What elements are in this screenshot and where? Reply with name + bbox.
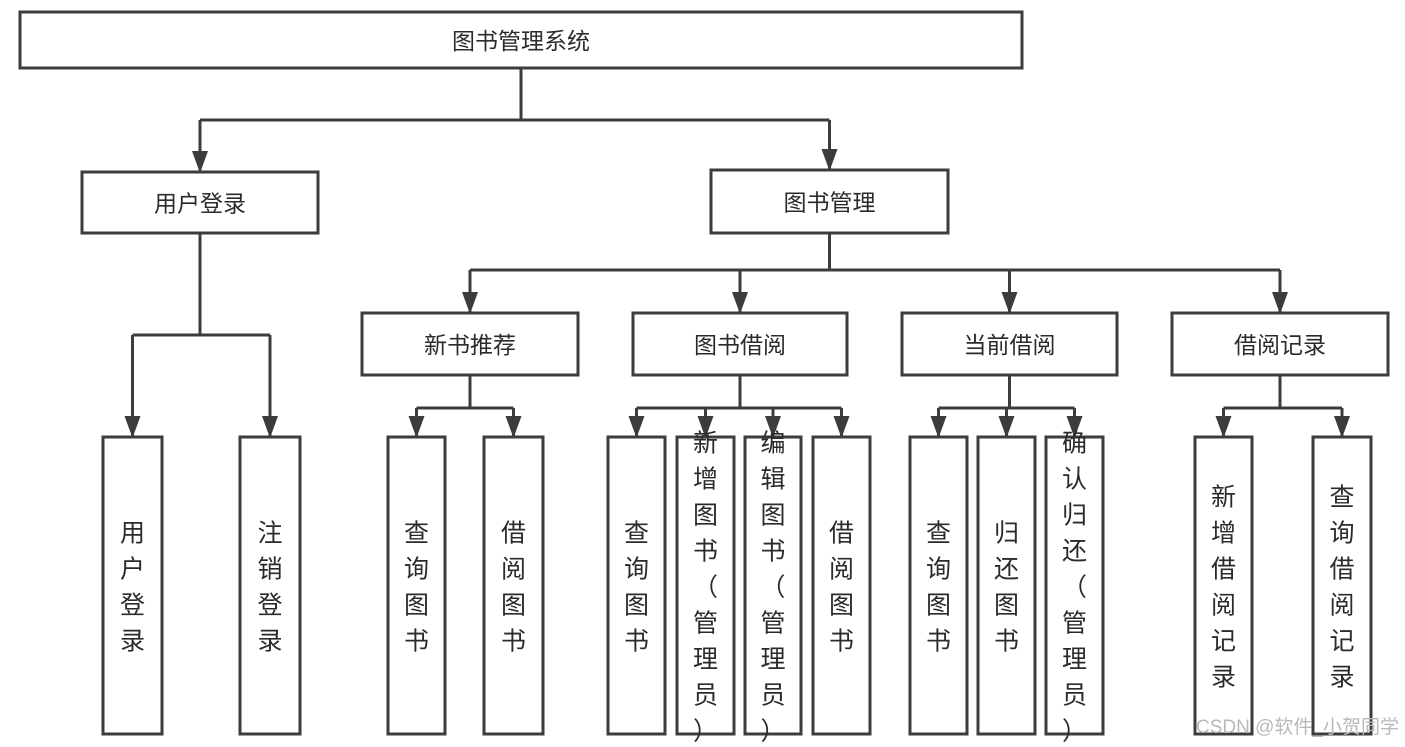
- node-label-book-management: 图书管理: [784, 190, 876, 216]
- node-leaf-add-record[interactable]: 新增借阅记录: [1193, 435, 1254, 736]
- arrow-head-icon-leaf-borrow-book-2: [833, 416, 850, 438]
- node-label-leaf-query-book-2: 查询图书: [624, 520, 649, 656]
- node-current-borrow[interactable]: 当前借阅: [900, 311, 1119, 377]
- node-leaf-query-book-3[interactable]: 查询图书: [908, 435, 969, 736]
- arrow-head-icon-leaf-query-book-3: [930, 416, 947, 438]
- node-label-leaf-add-record: 新增借阅记录: [1211, 484, 1236, 692]
- node-box-leaf-logout: [238, 435, 302, 736]
- node-box-leaf-query-record: [1311, 435, 1373, 736]
- node-label-leaf-logout: 注销登录: [257, 520, 282, 656]
- node-leaf-return-book[interactable]: 归还图书: [976, 435, 1037, 736]
- node-box-root: [18, 10, 1024, 70]
- arrow-head-icon-current-borrow: [1001, 292, 1018, 314]
- arrow-head-icon-leaf-borrow-book-1: [505, 416, 522, 438]
- node-user-login[interactable]: 用户登录: [80, 170, 320, 235]
- node-book-management[interactable]: 图书管理: [709, 168, 950, 235]
- node-leaf-borrow-book-2[interactable]: 借阅图书: [811, 435, 872, 736]
- node-box-leaf-user-login: [101, 435, 164, 736]
- node-box-leaf-add-record: [1193, 435, 1254, 736]
- node-label-current-borrow: 当前借阅: [964, 332, 1056, 358]
- node-leaf-add-book[interactable]: 新增图书（管理员）: [675, 430, 736, 746]
- arrow-head-icon-user-login: [192, 151, 208, 173]
- node-borrow-record[interactable]: 借阅记录: [1170, 311, 1390, 377]
- node-label-user-login: 用户登录: [154, 191, 246, 217]
- node-label-leaf-borrow-book-2: 借阅图书: [829, 520, 854, 656]
- node-root[interactable]: 图书管理系统: [18, 10, 1024, 70]
- arrow-head-icon-leaf-edit-book: [765, 416, 781, 438]
- node-label-leaf-return-book: 归还图书: [994, 520, 1019, 656]
- arrow-head-icon-book-borrow: [732, 292, 748, 314]
- node-box-user-login: [80, 170, 320, 235]
- node-box-leaf-borrow-book-1: [482, 435, 545, 736]
- node-label-leaf-edit-book: 编辑图书（管理员）: [760, 430, 785, 746]
- node-label-leaf-user-login: 用户登录: [120, 520, 145, 656]
- node-label-borrow-record: 借阅记录: [1234, 332, 1326, 358]
- arrow-head-icon-leaf-query-record: [1334, 416, 1350, 438]
- arrow-head-icon-book-management: [821, 149, 838, 171]
- node-box-leaf-return-book: [976, 435, 1037, 736]
- arrow-head-icon-leaf-query-book-2: [628, 416, 645, 438]
- node-leaf-query-book-2[interactable]: 查询图书: [606, 435, 667, 736]
- arrow-head-icon-borrow-record: [1272, 292, 1288, 314]
- node-label-leaf-confirm-return: 确认归还（管理员）: [1062, 430, 1087, 746]
- node-label-new-book-recommend: 新书推荐: [424, 332, 516, 358]
- node-label-root: 图书管理系统: [452, 28, 590, 54]
- connectors-layer: [124, 68, 1350, 438]
- arrow-head-icon-leaf-user-login: [124, 416, 141, 438]
- node-new-book-recommend[interactable]: 新书推荐: [360, 311, 580, 377]
- node-book-borrow[interactable]: 图书借阅: [631, 311, 849, 377]
- node-box-leaf-query-book-2: [606, 435, 667, 736]
- node-leaf-query-record[interactable]: 查询借阅记录: [1311, 435, 1373, 736]
- arrow-head-icon-new-book-recommend: [462, 292, 478, 314]
- node-box-leaf-add-book: [675, 435, 736, 736]
- arrow-head-icon-leaf-query-book-1: [408, 416, 425, 438]
- node-box-leaf-borrow-book-2: [811, 435, 872, 736]
- node-label-leaf-add-book: 新增图书（管理员）: [693, 430, 718, 746]
- nodes-layer: 图书管理系统用户登录图书管理新书推荐图书借阅当前借阅借阅记录用户登录注销登录查询…: [18, 10, 1390, 746]
- node-leaf-user-login[interactable]: 用户登录: [101, 435, 164, 736]
- node-box-leaf-confirm-return: [1044, 435, 1105, 736]
- node-leaf-edit-book[interactable]: 编辑图书（管理员）: [743, 430, 803, 746]
- node-box-leaf-query-book-1: [386, 435, 447, 736]
- arrow-head-icon-leaf-logout: [262, 416, 278, 438]
- node-box-leaf-edit-book: [743, 435, 803, 736]
- node-label-book-borrow: 图书借阅: [694, 332, 786, 358]
- arrow-head-icon-leaf-confirm-return: [1066, 416, 1083, 438]
- node-label-leaf-query-book-3: 查询图书: [926, 520, 951, 656]
- node-box-leaf-query-book-3: [908, 435, 969, 736]
- node-leaf-query-book-1[interactable]: 查询图书: [386, 435, 447, 736]
- node-box-book-borrow: [631, 311, 849, 377]
- node-box-borrow-record: [1170, 311, 1390, 377]
- node-leaf-borrow-book-1[interactable]: 借阅图书: [482, 435, 545, 736]
- node-box-book-management: [709, 168, 950, 235]
- node-label-leaf-query-record: 查询借阅记录: [1329, 484, 1354, 692]
- node-leaf-logout[interactable]: 注销登录: [238, 435, 302, 736]
- node-box-new-book-recommend: [360, 311, 580, 377]
- node-label-leaf-query-book-1: 查询图书: [404, 520, 429, 656]
- node-leaf-confirm-return[interactable]: 确认归还（管理员）: [1044, 430, 1105, 746]
- arrow-head-icon-leaf-add-record: [1215, 416, 1232, 438]
- node-box-current-borrow: [900, 311, 1119, 377]
- arrow-head-icon-leaf-add-book: [697, 416, 714, 438]
- node-label-leaf-borrow-book-1: 借阅图书: [501, 520, 526, 656]
- arrow-head-icon-leaf-return-book: [998, 416, 1015, 438]
- csdn-watermark: CSDN @软件_小贺同学: [1196, 716, 1399, 738]
